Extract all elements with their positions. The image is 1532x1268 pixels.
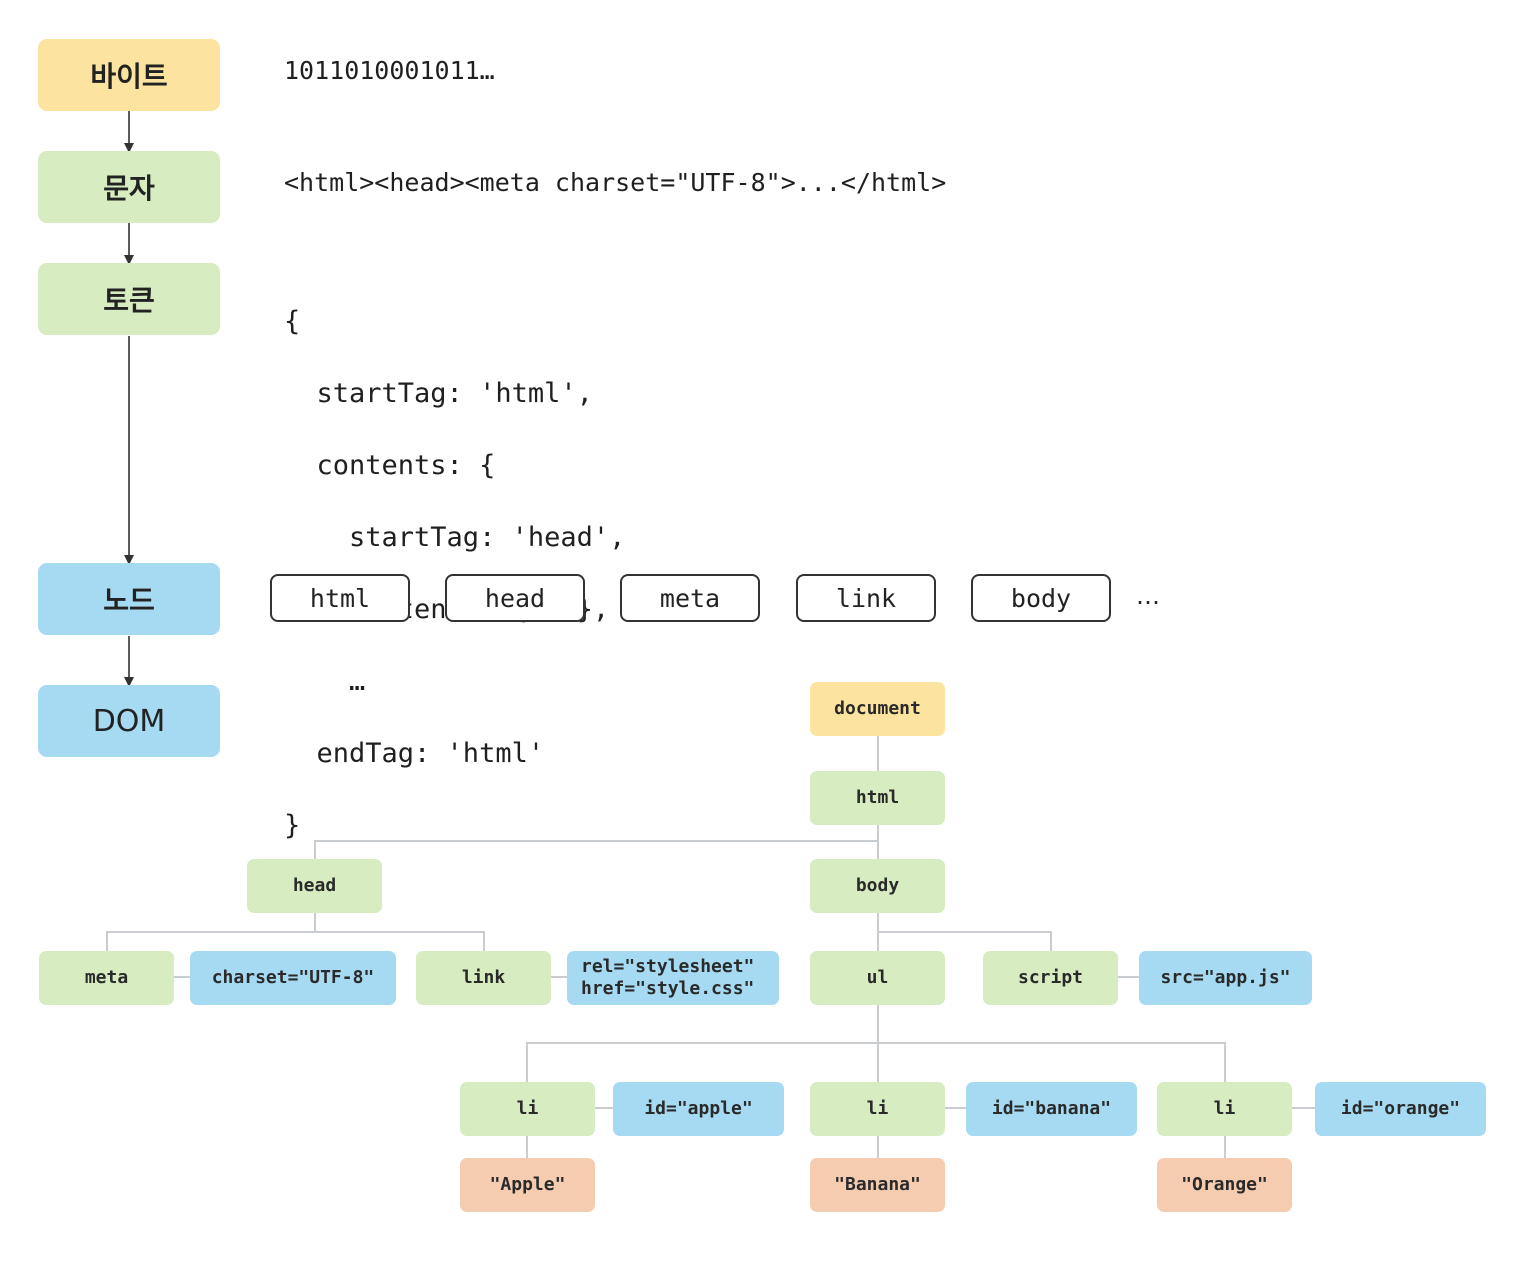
dom-node-li-banana: li — [810, 1082, 945, 1136]
token-line: contents: { — [284, 450, 496, 481]
node-box-html: html — [270, 574, 410, 622]
stage-bytes: 바이트 — [38, 39, 220, 111]
dom-node-document: document — [810, 682, 945, 736]
dom-attr-link-rel: rel="stylesheet" — [581, 956, 755, 977]
token-line: endTag: 'html' — [284, 738, 545, 769]
dom-node-link: link — [416, 951, 551, 1005]
dom-node-script: script — [983, 951, 1118, 1005]
node-box-link: link — [796, 574, 936, 622]
node-box-meta: meta — [620, 574, 760, 622]
dom-attr-meta-charset: charset="UTF-8" — [190, 951, 396, 1005]
node-box-head: head — [445, 574, 585, 622]
dom-node-li-orange: li — [1157, 1082, 1292, 1136]
token-line: { — [284, 306, 301, 337]
token-line: } — [284, 810, 301, 841]
stage-tokens: 토큰 — [38, 263, 220, 335]
dom-node-ul: ul — [810, 951, 945, 1005]
node-box-body: body — [971, 574, 1111, 622]
dom-node-li-apple: li — [460, 1082, 595, 1136]
dom-attr-li-apple: id="apple" — [613, 1082, 784, 1136]
stage-characters: 문자 — [38, 151, 220, 223]
dom-attr-link-href: href="style.css" — [581, 978, 755, 999]
node-boxes-ellipsis: … — [1136, 582, 1160, 610]
dom-node-body: body — [810, 859, 945, 913]
bytes-text: 1011010001011… — [284, 56, 495, 85]
token-line: … — [284, 666, 366, 697]
characters-text: <html><head><meta charset="UTF-8">...</h… — [284, 168, 947, 197]
dom-node-html: html — [810, 771, 945, 825]
dom-attr-link: rel="stylesheet" href="style.css" — [567, 951, 779, 1005]
dom-attr-li-orange: id="orange" — [1315, 1082, 1486, 1136]
stage-nodes: 노드 — [38, 563, 220, 635]
dom-attr-script-src: src="app.js" — [1139, 951, 1312, 1005]
dom-node-meta: meta — [39, 951, 174, 1005]
dom-text-orange: "Orange" — [1157, 1158, 1292, 1212]
dom-text-banana: "Banana" — [810, 1158, 945, 1212]
dom-text-apple: "Apple" — [460, 1158, 595, 1212]
dom-attr-li-banana: id="banana" — [966, 1082, 1137, 1136]
stage-dom: DOM — [38, 685, 220, 757]
token-line: startTag: 'head', — [284, 522, 626, 553]
dom-node-head: head — [247, 859, 382, 913]
token-line: startTag: 'html', — [284, 378, 593, 409]
